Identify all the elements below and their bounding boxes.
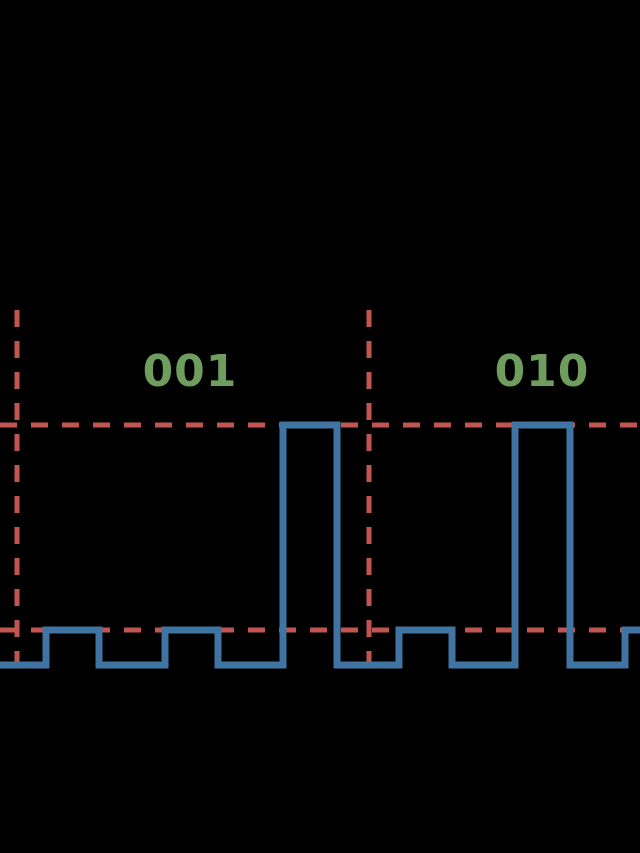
signal-trace-signal: [0, 421, 640, 669]
symbol-label-001: 001: [142, 346, 238, 397]
vertical-reference-lines: [14, 310, 372, 665]
symbol-label-010: 010: [494, 346, 590, 397]
signal-trace-group: [0, 421, 640, 669]
